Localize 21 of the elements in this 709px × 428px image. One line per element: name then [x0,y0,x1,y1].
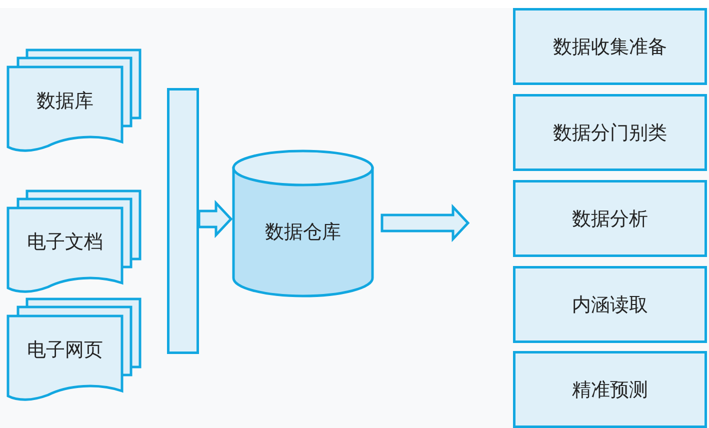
document-stack [6,48,144,154]
process-box [513,8,707,85]
node-label: 数据分门别类 [552,120,668,146]
node-label: 数据仓库 [264,220,342,245]
node-label: 数据分析 [571,206,649,232]
node-label: 数据收集准备 [552,34,668,60]
node-label: 数据库 [36,89,94,114]
block-arrow [198,200,233,238]
block-arrow [380,204,470,242]
document-stack [6,297,144,403]
database-cylinder [232,150,374,296]
process-box [513,94,707,171]
node-label: 电子网页 [26,338,104,363]
document-stack [6,189,144,295]
node-label: 内涵读取 [571,292,649,318]
node-label: 精准预测 [571,378,649,402]
process-box [513,180,707,257]
node-label: 电子文档 [26,230,104,255]
process-box [513,351,707,428]
process-box [513,266,707,343]
collector-bar [167,88,199,354]
